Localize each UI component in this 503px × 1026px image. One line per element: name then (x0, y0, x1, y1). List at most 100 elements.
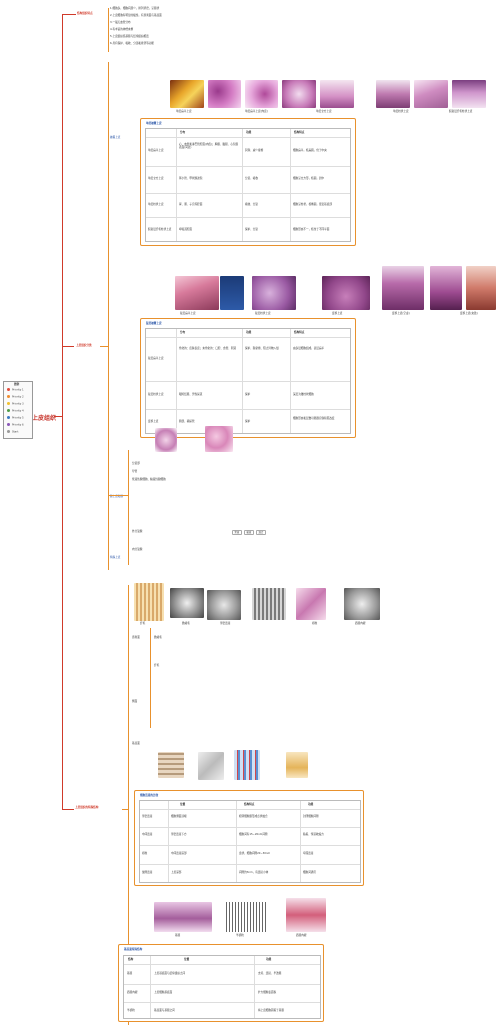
table-header: 结构特点 (244, 803, 255, 806)
gland-part: 导管 (132, 470, 138, 473)
endocrine-gland-label: 内分泌腺 (132, 548, 143, 551)
simple-epithelium-card: 单层被覆上皮 分布 功能 结构特点 单层扁平上皮 心、血管和淋巴管腔面(内皮)；… (140, 118, 356, 246)
table-col-divider (176, 129, 177, 241)
table-cell: 中间连接深部 (171, 852, 187, 855)
feature-item: 1.细胞多，细胞间质少，排列紧密，呈膜状 (110, 7, 160, 10)
table-header: 分布 (180, 331, 186, 334)
image-caption: 单层扁平上皮(内皮) (245, 110, 268, 113)
diagram-image-microvilli (134, 583, 164, 621)
table-header: 位置 (184, 958, 190, 961)
table-row-divider (146, 337, 350, 338)
table-header: 结构特点 (294, 131, 305, 134)
image-caption: 纤毛 (140, 622, 146, 625)
table-col-divider (290, 129, 291, 241)
table-col-divider (300, 801, 301, 882)
gland-connector (128, 450, 129, 565)
table-row-divider (146, 381, 350, 382)
table-header: 位置 (180, 803, 186, 806)
table-row-name: 单层柱状上皮 (148, 203, 164, 206)
legend-item: Priority 3 (7, 402, 24, 406)
table-cell: 基底面与基膜之间 (154, 1009, 175, 1012)
table-row-name: 缝隙连接 (142, 871, 153, 874)
table-header: 分布 (180, 131, 186, 134)
table-cell: 紧密连接下方 (171, 833, 187, 836)
histology-image-stratified-columnar (252, 276, 296, 310)
image-caption: 复层扁平上皮 (180, 312, 196, 315)
image-caption: 变移上皮(空虚) (392, 312, 410, 315)
special-link (122, 809, 128, 810)
table-row-name: 紧密连接 (142, 815, 153, 818)
table-row-name: 基膜 (127, 972, 133, 975)
table-cell: 上皮细胞基底面 (154, 991, 173, 994)
classification-link (100, 346, 108, 347)
legend-item: Priority 4 (7, 409, 24, 413)
covering-epithelium-label[interactable]: 被覆上皮 (110, 136, 121, 139)
free-surface-label[interactable]: 游离面 (132, 636, 140, 639)
priority-6-icon (7, 423, 10, 426)
histology-image-transitional-full (430, 266, 462, 310)
table-title: 单层被覆上皮 (146, 122, 162, 125)
root-topic[interactable]: 上皮组织 (32, 415, 57, 422)
glandular-epithelium-label[interactable]: 腺上皮和腺 (110, 495, 123, 498)
image-caption: 基膜 (175, 934, 181, 937)
legend-item: Priority 1 (7, 388, 24, 392)
cilia-label: 纤毛 (154, 664, 160, 667)
histology-image-ciliated-2 (452, 80, 486, 108)
table-cell: 细胞间有15~20nm间隙 (239, 833, 268, 836)
basal-surface-label[interactable]: 基底面 (132, 742, 140, 745)
stratified-epithelium-table: 分布 功能 结构特点 复层扁平上皮 角化的：皮肤表皮；未角化的：口腔、食管、阴道… (145, 328, 351, 434)
cell-junction-table: 位置 结构特点 功能 紧密连接 细胞侧面顶端 相邻细胞膜形成点状融合 封闭细胞间… (139, 800, 361, 883)
legend-item: Priority 2 (7, 395, 24, 399)
basal-structures-table: 结构 位置 功能 基膜 上皮基底面与结缔组织之间 支持、连接、半透膜 质膜内褶 … (123, 955, 321, 1019)
histology-image-skin (466, 266, 496, 310)
exocrine-gland-label: 外分泌腺 (132, 530, 143, 533)
table-row-divider (140, 845, 360, 846)
special-epithelium-label[interactable]: 特殊上皮 (110, 556, 121, 559)
section-title-features[interactable]: 结构组织特点 (77, 12, 93, 15)
table-cell: 保护、耐摩擦、阻止异物入侵 (245, 347, 279, 350)
image-caption: 单层柱状上皮 (393, 110, 409, 113)
legend-title: 图例 (14, 383, 20, 386)
diagram-image-infolding (224, 902, 268, 932)
cell-junction-card: 细胞连接的比较 位置 结构特点 功能 紧密连接 细胞侧面顶端 相邻细胞膜形成点状… (134, 790, 364, 886)
diagram-image-tight-junction (158, 752, 184, 778)
table-header: 结构特点 (294, 331, 305, 334)
feature-item: 3.一般无血管分布 (110, 21, 131, 24)
table-cell: 扩大细胞表面积 (258, 991, 277, 994)
section-title-special-structures[interactable]: 上皮组织的特殊结构 (75, 806, 99, 809)
table-row-divider (124, 984, 320, 985)
priority-5-icon (7, 416, 10, 419)
table-row-name: 质膜内褶 (127, 991, 138, 994)
histology-image-hemidesmosome (286, 898, 326, 932)
tag-mucous: 黏液 (244, 530, 254, 535)
tag-mixed: 混合 (256, 530, 266, 535)
free-surface-connector (150, 628, 151, 728)
image-caption: 桥粒 (312, 622, 318, 625)
priority-3-icon (7, 402, 10, 405)
section-title-classification[interactable]: 上皮组织分类 (76, 344, 92, 347)
stratified-epithelium-card: 复层被覆上皮 分布 功能 结构特点 复层扁平上皮 角化的：皮肤表皮；未角化的：口… (140, 318, 356, 438)
table-col-divider (150, 956, 151, 1018)
feature-item: 6.具有保护、吸收、分泌和排泄等功能 (110, 42, 154, 45)
table-col-divider (168, 801, 169, 882)
table-row-name: 半桥粒 (127, 1009, 135, 1012)
histology-image-ciliated (414, 80, 448, 108)
lateral-surface-label[interactable]: 侧面 (132, 700, 138, 703)
table-cell: 心、血管和淋巴管腔面(内皮)；胸膜、腹膜、心包膜表面(间皮) (179, 143, 239, 150)
legend-item: Start (7, 430, 18, 434)
table-cell: 间隙约3nm，有连接小体 (239, 871, 269, 874)
table-row-name: 假复层纤毛柱状上皮 (148, 228, 172, 231)
histology-image-diagram (220, 276, 244, 310)
table-row-name: 单层立方上皮 (148, 177, 164, 180)
table-row-name: 单层扁平上皮 (148, 149, 164, 152)
table-row-divider (146, 193, 350, 194)
table-cell: 细胞侧面顶端 (171, 815, 187, 818)
table-cell: 保护 (245, 393, 251, 396)
legend-panel: 图例 Priority 1 Priority 2 Priority 3 Prio… (3, 381, 33, 439)
image-caption: 复层柱状上皮 (255, 312, 271, 315)
table-cell: 吸收、分泌 (245, 203, 258, 206)
table-cell: 支持、连接、半透膜 (258, 972, 282, 975)
legend-item: Priority 5 (7, 416, 24, 420)
table-cell: 牢固连接 (303, 852, 314, 855)
image-caption: 变移上皮(充盈) (460, 312, 478, 315)
